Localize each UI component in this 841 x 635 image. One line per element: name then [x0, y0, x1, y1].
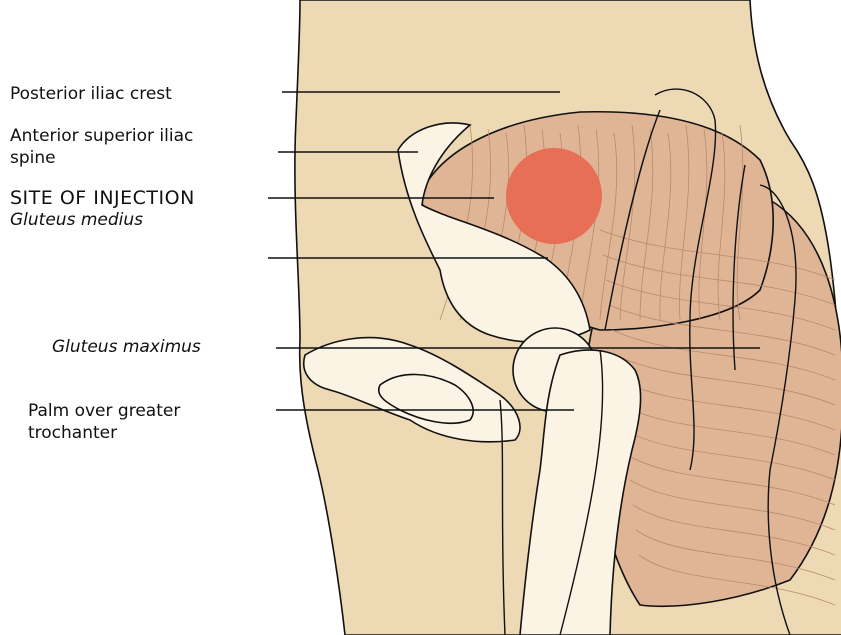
label-posterior-iliac-crest: Posterior iliac crest — [10, 83, 172, 105]
label-palm-over-greater-trochanter: Palm over greater trochanter — [28, 400, 180, 444]
injection-site-circle — [506, 148, 602, 244]
label-anterior-superior-iliac-spine: Anterior superior iliac spine — [10, 125, 193, 169]
label-site-of-injection: SITE OF INJECTION Gluteus medius — [10, 187, 195, 231]
label-gluteus-maximus: Gluteus maximus — [52, 336, 201, 358]
